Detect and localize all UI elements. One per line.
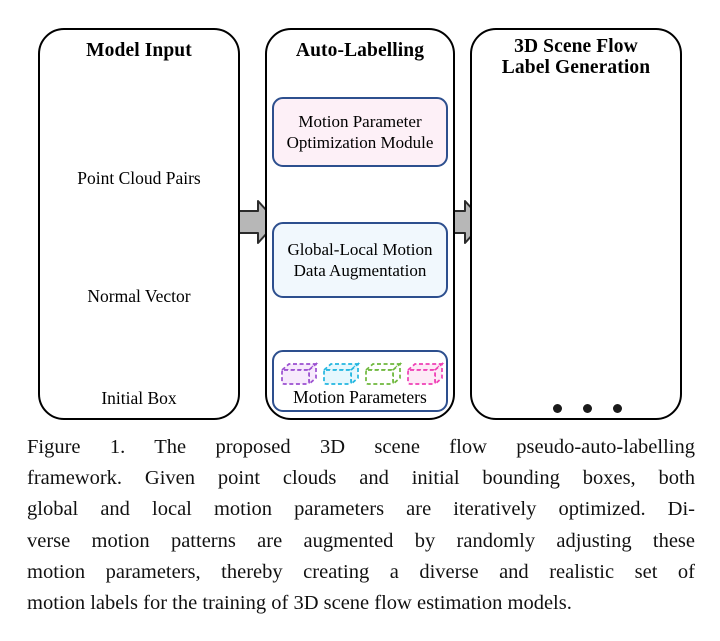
box-line-2: Optimization Module [286, 133, 434, 152]
purple-dashed-box [279, 362, 319, 386]
caption-line: global and local motion parameters are i… [27, 498, 695, 521]
label-initial-box: Initial Box [101, 388, 177, 408]
box-line-1: Motion Parameter [298, 112, 422, 131]
label-point-cloud-pairs: Point Cloud Pairs [77, 168, 201, 188]
green-dashed-box [363, 362, 403, 386]
box-global-local-motion-data-augmentation[interactable]: Global-Local Motion Data Augmentation [272, 222, 448, 298]
dot [583, 404, 592, 413]
motion-parameter-swatches [279, 362, 445, 386]
panel-model-input-title: Model Input [86, 40, 192, 61]
panel-3d-scene-flow-label-generation [470, 28, 682, 420]
caption-line: motion labels for the training of 3D sce… [27, 592, 572, 615]
box-line-1: Global-Local Motion [287, 240, 433, 259]
ellipsis-indicator [553, 404, 622, 413]
panel-model-input [38, 28, 240, 420]
panel-title-line-2: Label Generation [501, 57, 651, 78]
caption-line: framework. Given point clouds and initia… [27, 467, 695, 490]
dot [613, 404, 622, 413]
cyan-dashed-box [321, 362, 361, 386]
box-motion-parameters[interactable]: Motion Parameters [272, 350, 448, 412]
label-normal-vector: Normal Vector [87, 286, 191, 306]
magenta-dashed-box [405, 362, 445, 386]
caption-line: motion parameters, thereby creating a di… [27, 560, 695, 583]
panel-title-line-1: 3D Scene Flow [514, 36, 638, 57]
panel-label-generation-title: 3D Scene Flow Label Generation [470, 36, 682, 78]
figure-caption: Figure 1. The proposed 3D scene flow pse… [27, 432, 695, 619]
dot [553, 404, 562, 413]
box-line-1: Motion Parameters [293, 387, 427, 407]
caption-line: Figure 1. The proposed 3D scene flow pse… [27, 436, 695, 458]
box-motion-parameter-optimization-module[interactable]: Motion Parameter Optimization Module [272, 97, 448, 167]
box-line-2: Data Augmentation [293, 261, 427, 280]
panel-auto-labelling-title: Auto-Labelling [295, 40, 425, 61]
caption-line: verse motion patterns are augmented by r… [27, 529, 695, 552]
